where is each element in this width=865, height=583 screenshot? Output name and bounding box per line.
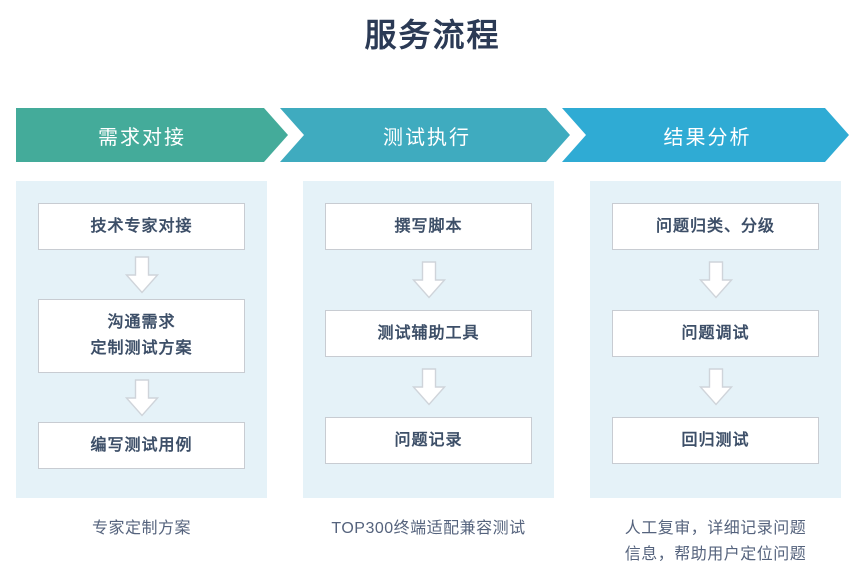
arrow-down-icon [411, 261, 446, 299]
caption-line: 专家定制方案 [91, 520, 191, 537]
stage-banner-label: 需求对接 [98, 126, 186, 149]
stage-caption-execution: TOP300终端适配兼容测试 [303, 516, 554, 542]
step-label: 沟通需求 [107, 314, 176, 331]
stage-column-execution: 撰写脚本 测试辅助工具 问题记录 [303, 181, 554, 498]
arrow-down-icon [124, 255, 159, 294]
step-connector [325, 250, 532, 310]
step-label: 技术专家对接 [90, 217, 193, 235]
step-label: 撰写脚本 [394, 217, 463, 235]
step-box[interactable]: 技术专家对接 [38, 203, 245, 250]
step-label: 问题记录 [394, 431, 463, 449]
step-box[interactable]: 问题归类、分级 [612, 203, 819, 250]
step-label: 编写测试用例 [90, 436, 193, 454]
step-box[interactable]: 问题记录 [325, 417, 532, 464]
step-stack: 技术专家对接 沟通需求 定制测试方案 [38, 203, 245, 469]
stage-caption-analysis: 人工复审，详细记录问题 信息，帮助用户定位问题 [590, 516, 841, 568]
step-label: 问题调试 [681, 324, 750, 342]
stage-banner-execution[interactable]: 测试执行 [280, 108, 570, 162]
stage-banner-label: 测试执行 [383, 126, 471, 149]
step-box[interactable]: 撰写脚本 [325, 203, 532, 250]
caption-line: 信息，帮助用户定位问题 [624, 546, 807, 563]
step-stack: 问题归类、分级 问题调试 回归测试 [612, 203, 819, 464]
step-label: 问题归类、分级 [655, 217, 775, 235]
step-box[interactable]: 编写测试用例 [38, 422, 245, 469]
stage-columns: 技术专家对接 沟通需求 定制测试方案 [16, 181, 849, 498]
stage-column-requirement: 技术专家对接 沟通需求 定制测试方案 [16, 181, 267, 498]
step-label: 定制测试方案 [90, 340, 193, 357]
caption-line: 人工复审，详细记录问题 [624, 520, 807, 537]
arrow-down-icon [124, 378, 159, 417]
stage-captions: 专家定制方案 TOP300终端适配兼容测试 人工复审，详细记录问题 信息，帮助用… [16, 516, 849, 578]
caption-line: TOP300终端适配兼容测试 [331, 520, 526, 537]
step-connector [38, 250, 245, 299]
stage-banner-requirement[interactable]: 需求对接 [16, 108, 288, 162]
step-box[interactable]: 测试辅助工具 [325, 310, 532, 357]
step-connector [38, 373, 245, 422]
step-connector [612, 357, 819, 417]
arrow-down-icon [411, 368, 446, 406]
stage-banner-row: 需求对接 测试执行 结果分析 [16, 108, 849, 162]
arrow-down-icon [698, 368, 733, 406]
step-label: 回归测试 [681, 431, 750, 449]
step-connector [612, 250, 819, 310]
stage-column-analysis: 问题归类、分级 问题调试 回归测试 [590, 181, 841, 498]
step-label: 测试辅助工具 [377, 324, 480, 342]
stage-banner-analysis[interactable]: 结果分析 [562, 108, 849, 162]
step-connector [325, 357, 532, 417]
stage-banner-label: 结果分析 [663, 126, 752, 149]
step-box[interactable]: 问题调试 [612, 310, 819, 357]
page-title: 服务流程 [364, 17, 501, 53]
step-box[interactable]: 回归测试 [612, 417, 819, 464]
step-box[interactable]: 沟通需求 定制测试方案 [38, 299, 245, 373]
step-stack: 撰写脚本 测试辅助工具 问题记录 [325, 203, 532, 464]
arrow-down-icon [698, 261, 733, 299]
stage-caption-requirement: 专家定制方案 [16, 516, 267, 542]
